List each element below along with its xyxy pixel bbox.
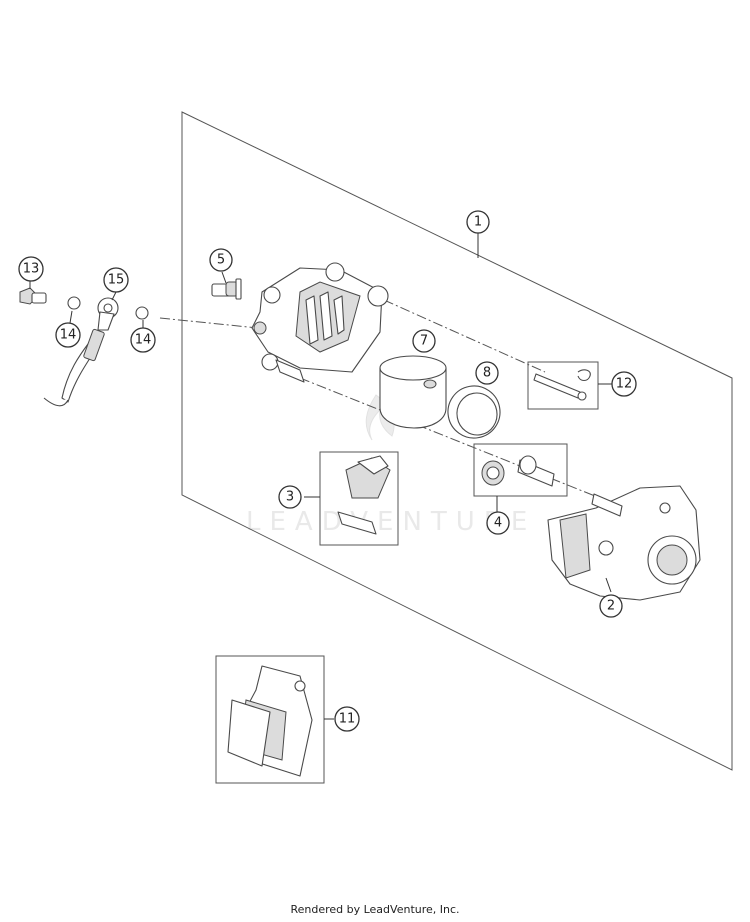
- callout-3: 3: [278, 485, 302, 509]
- callout-7: 7: [412, 329, 436, 353]
- svg-text:3: 3: [286, 490, 294, 505]
- callout-8: 8: [475, 361, 499, 385]
- callout-leaders: [477, 233, 612, 593]
- svg-text:5: 5: [217, 253, 225, 268]
- svg-text:13: 13: [23, 262, 40, 277]
- svg-text:11: 11: [339, 712, 356, 727]
- svg-text:2: 2: [607, 599, 615, 614]
- callout-2: 2: [599, 594, 623, 618]
- callout-5: 5: [209, 248, 233, 272]
- svg-text:15: 15: [108, 273, 125, 288]
- callout-4: 4: [486, 511, 510, 535]
- watermark: LEADVENTURE: [246, 394, 536, 537]
- caliper-housing-part: [251, 262, 389, 383]
- callout-14-right: 14: [130, 327, 156, 353]
- piston-part: [379, 355, 447, 429]
- watermark-text: LEADVENTURE: [246, 507, 536, 537]
- svg-text:14: 14: [60, 328, 77, 343]
- render-credit: Rendered by LeadVenture, Inc.: [290, 903, 460, 916]
- brake-line-part: [19, 281, 149, 407]
- svg-text:7: 7: [420, 334, 428, 349]
- svg-text:12: 12: [616, 377, 633, 392]
- callout-15: 15: [103, 267, 129, 293]
- assembly-frame: [181, 111, 733, 771]
- callout-11: 11: [334, 706, 360, 732]
- svg-text:14: 14: [135, 333, 152, 348]
- callout-14-left: 14: [55, 322, 81, 348]
- assembly-axis-lines: [159, 299, 601, 499]
- svg-text:1: 1: [474, 215, 482, 230]
- caliper-bracket-part: [547, 485, 701, 601]
- brake-pads-part: [215, 655, 334, 784]
- callout-13: 13: [18, 256, 44, 282]
- pad-spring-part: [304, 451, 399, 546]
- seal-ring-part: [447, 385, 501, 439]
- svg-text:4: 4: [494, 516, 502, 531]
- callouts: 1 2 3 4 5 7 8 11 12 13 14: [18, 210, 637, 732]
- guide-bolt-part: [473, 443, 568, 512]
- callout-12: 12: [611, 371, 637, 397]
- svg-text:8: 8: [483, 366, 491, 381]
- pin-kit-part: [527, 361, 599, 410]
- bleeder-screw-part: [211, 271, 242, 300]
- callout-1: 1: [466, 210, 490, 234]
